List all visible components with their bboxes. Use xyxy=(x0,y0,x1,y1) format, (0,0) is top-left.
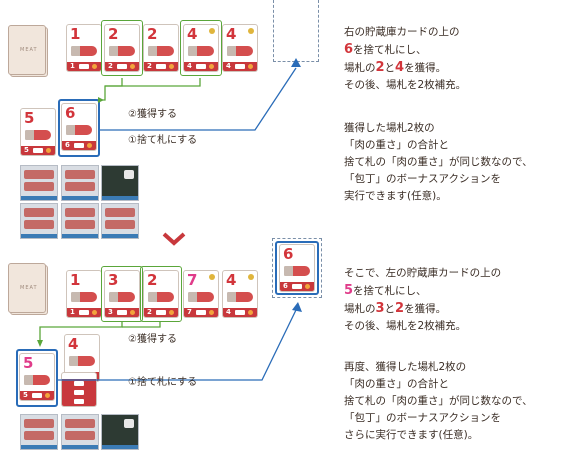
storage-card xyxy=(61,203,99,239)
explanation-text: 再度、獲得した場札2枚の「肉の重さ」の合計と捨て札の「肉の重さ」が同じ数なので、… xyxy=(344,359,533,444)
meat-deck: MEAT xyxy=(8,263,48,317)
hand-card: 5 5 xyxy=(20,108,56,156)
hand-card-stack xyxy=(61,372,97,407)
deck-label: MEAT xyxy=(20,285,38,291)
text-line: 6を捨て札にし、 xyxy=(344,42,427,57)
explanation-text: 獲得した場札2枚の「肉の重さ」の合計と捨て札の「肉の重さ」が同じ数なので、「包丁… xyxy=(344,120,533,205)
text-line: 「包丁」のボーナスアクションを xyxy=(344,173,501,185)
text-line: 「包丁」のボーナスアクションを xyxy=(344,412,501,424)
text-line: 「肉の重さ」の合計と xyxy=(344,378,449,390)
text-line: 再度、獲得した場札2枚の xyxy=(344,361,467,373)
explanation-text: そこで、左の貯蔵庫カードの上の 5を捨て札にし、場札の3と2を獲得。その後、場札を… xyxy=(344,265,501,335)
text-line: 獲得した場札2枚の xyxy=(344,122,435,134)
text-line: 5を捨て札にし、 xyxy=(344,283,427,298)
text-line: 実行できます(任意)。 xyxy=(344,190,447,202)
selection-highlight xyxy=(101,266,143,322)
deck-label: MEAT xyxy=(20,47,38,53)
text-line: 場札の2と4を獲得。 xyxy=(344,60,447,75)
text-line: そこで、左の貯蔵庫カードの上の xyxy=(344,267,502,279)
market-card: 1 1 xyxy=(66,270,102,318)
explanation-text: 右の貯蔵庫カードの上の 6を捨て札にし、場札の2と4を獲得。その後、場札を2枚補充… xyxy=(344,24,466,94)
acquire-note: ②獲得する xyxy=(128,334,177,345)
acquire-arrow xyxy=(98,58,301,131)
text-line: その後、場札を2枚補充。 xyxy=(344,79,467,91)
selection-highlight xyxy=(140,266,182,322)
storage-card xyxy=(20,165,58,201)
market-card: 2 2 xyxy=(143,270,179,318)
discard-highlight xyxy=(58,99,100,157)
market-card: 3 3 xyxy=(104,270,140,318)
market-card: 4 4 xyxy=(222,24,258,72)
market-card: 7 7 xyxy=(183,270,219,318)
storage-card xyxy=(101,203,139,239)
discard-highlight xyxy=(16,349,58,407)
hand-card: 5 5 xyxy=(19,353,55,401)
text-line: 捨て札の「肉の重さ」が同じ数なので、 xyxy=(344,395,533,407)
storage-card xyxy=(20,414,58,450)
meat-deck: MEAT xyxy=(8,25,48,79)
market-card: 4 4 xyxy=(222,270,258,318)
discard-card: 6 6 xyxy=(279,244,315,292)
text-line: 場札の3と2を獲得。 xyxy=(344,301,447,316)
knife-card xyxy=(101,414,139,450)
market-card: 2 2 xyxy=(143,24,179,72)
discard-highlight xyxy=(275,241,319,295)
discard-note: ①捨て札にする xyxy=(128,135,198,146)
storage-card xyxy=(61,165,99,201)
text-line: 捨て札の「肉の重さ」が同じ数なので、 xyxy=(344,156,533,168)
knife-card xyxy=(101,165,139,201)
text-line: さらに実行できます(任意)。 xyxy=(344,429,479,441)
discard-slot xyxy=(272,238,322,298)
selection-highlight xyxy=(101,20,143,76)
discard-arrow xyxy=(37,302,302,381)
market-card: 4 4 xyxy=(183,24,219,72)
text-line: 右の貯蔵庫カードの上の xyxy=(344,26,460,38)
chevron-down-icon xyxy=(162,232,186,246)
market-card: 2 2 xyxy=(104,24,140,72)
acquire-note: ②獲得する xyxy=(128,109,177,120)
storage-card xyxy=(61,414,99,450)
selection-highlight xyxy=(180,20,222,76)
text-line: その後、場札を2枚補充。 xyxy=(344,320,467,332)
discard-note: ①捨て札にする xyxy=(128,377,198,388)
hand-card: 6 6 xyxy=(61,103,97,151)
storage-card xyxy=(20,203,58,239)
text-line: 「肉の重さ」の合計と xyxy=(344,139,449,151)
